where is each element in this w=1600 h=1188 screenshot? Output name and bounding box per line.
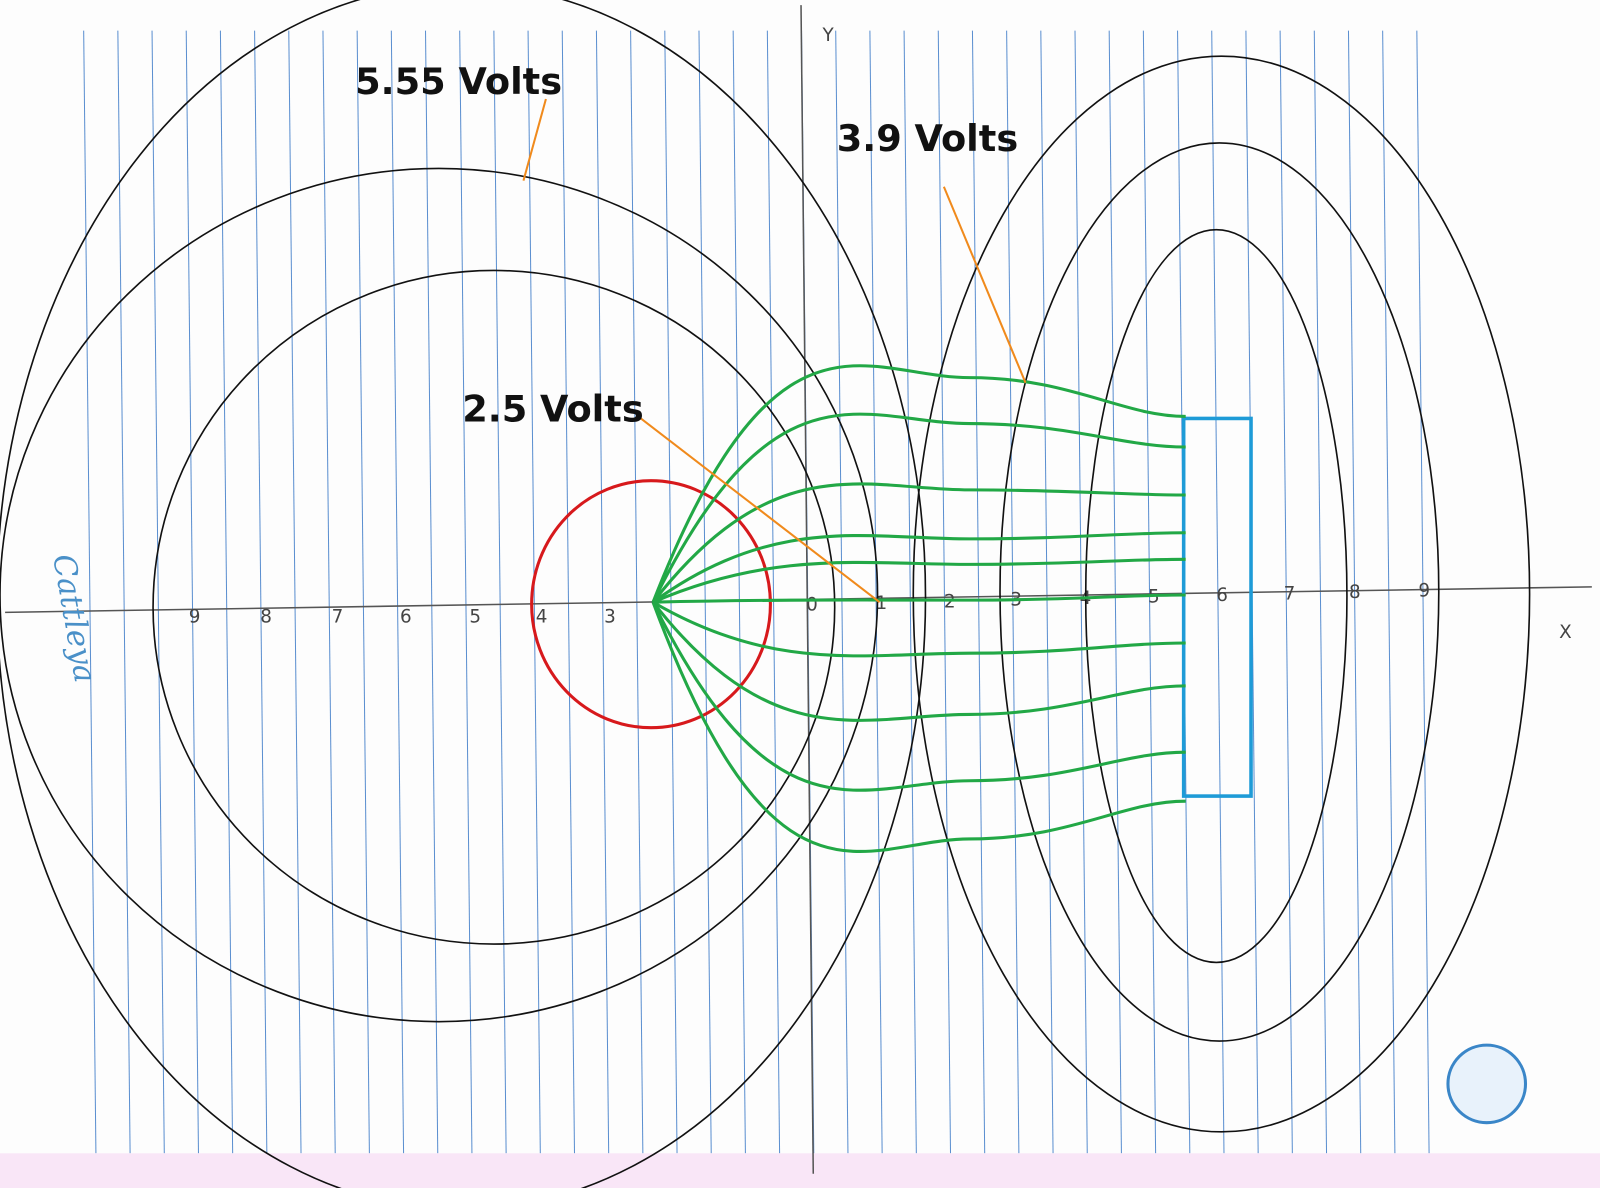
x-tick-label: 4 (536, 607, 548, 628)
equipotential-left-inner (152, 269, 836, 945)
handwritten-signature: Cattleya (45, 552, 102, 686)
ruled-line (288, 30, 302, 1154)
ruled-line (937, 30, 952, 1154)
x-tick-label: 5 (1148, 587, 1160, 608)
x-tick-label: 5 (469, 607, 481, 628)
x-tick-label: 9 (189, 607, 201, 628)
ruled-line (1108, 30, 1122, 1154)
x-tick-label: 6 (400, 607, 412, 628)
x-tick-label: 6 (1216, 585, 1228, 606)
ruled-line (766, 30, 781, 1154)
field-line (651, 364, 1186, 603)
ruled-line (1040, 30, 1054, 1154)
y-axis (800, 5, 815, 1174)
ruled-line (459, 30, 473, 1154)
ruled-line (390, 30, 405, 1154)
field-line (651, 412, 1186, 603)
ruled-line (254, 30, 268, 1154)
equipotential-right-inner (1084, 228, 1348, 964)
ruled-line (664, 30, 678, 1154)
label-3-9-volts: 3.9 Volts (837, 117, 1018, 160)
pointer-3-9 (942, 186, 1027, 384)
label-2-5-volts: 2.5 Volts (462, 388, 643, 431)
field-line (651, 601, 1186, 722)
bar-electrode (1181, 416, 1253, 798)
ruled-line (732, 30, 746, 1154)
y-axis-label: Y (821, 25, 834, 46)
field-line (652, 557, 1186, 604)
ruled-line (1006, 30, 1020, 1154)
ruled-line (1382, 30, 1396, 1154)
ruled-line (1347, 30, 1362, 1154)
bottom-pink-strip (0, 1153, 1600, 1188)
ruled-line (1211, 30, 1225, 1154)
ruled-paper-lines (83, 30, 1430, 1154)
field-line (653, 593, 1186, 604)
equipotential-right-outer (912, 55, 1531, 1133)
ruled-line (903, 30, 917, 1154)
ruled-line (561, 30, 575, 1154)
ruled-line (185, 30, 199, 1154)
ruled-line (83, 30, 97, 1154)
x-tick-label: 8 (1349, 582, 1361, 603)
x-tick-label: 7 (332, 607, 344, 628)
ruled-line (630, 30, 644, 1154)
pointer-5-55 (522, 98, 547, 181)
equipotential-left-middle (0, 167, 879, 1023)
field-line (651, 482, 1186, 604)
x-tick-label: 9 (1418, 581, 1430, 602)
ruled-line (869, 30, 883, 1154)
ruled-line (322, 30, 336, 1154)
pointer-2-5 (640, 417, 881, 603)
equipotential-left-outer (0, 0, 927, 1188)
ruled-line (835, 30, 849, 1154)
ruled-line (493, 30, 507, 1154)
ruled-line (971, 30, 986, 1154)
ruled-line (1142, 30, 1157, 1154)
x-axis-label: X (1559, 622, 1572, 643)
ruled-line (356, 30, 370, 1154)
ruled-line (1416, 30, 1430, 1154)
field-line (652, 600, 1186, 658)
equipotential-right-middle (999, 142, 1440, 1042)
ruled-line (527, 30, 541, 1154)
x-tick-label: 8 (260, 607, 272, 628)
ruled-line (698, 30, 712, 1154)
ruled-line (595, 30, 610, 1154)
x-tick-label: 7 (1284, 584, 1296, 605)
field-line (651, 601, 1186, 853)
field-line (652, 531, 1186, 604)
label-5-55-volts: 5.55 Volts (355, 60, 562, 103)
x-tick-label: 2 (944, 591, 956, 612)
ruled-line (425, 30, 439, 1154)
stamp-logo (1446, 1043, 1528, 1125)
ruled-line (151, 30, 165, 1154)
x-tick-label: 0 (806, 594, 818, 615)
field-line (651, 601, 1186, 792)
ruled-line (1074, 30, 1088, 1154)
x-tick-label: 1 (876, 593, 888, 614)
ruled-line (117, 30, 131, 1154)
field-lines (651, 364, 1186, 853)
point-electrode-circle (530, 479, 772, 730)
x-tick-label: 3 (604, 607, 616, 628)
ruled-line (219, 30, 234, 1154)
